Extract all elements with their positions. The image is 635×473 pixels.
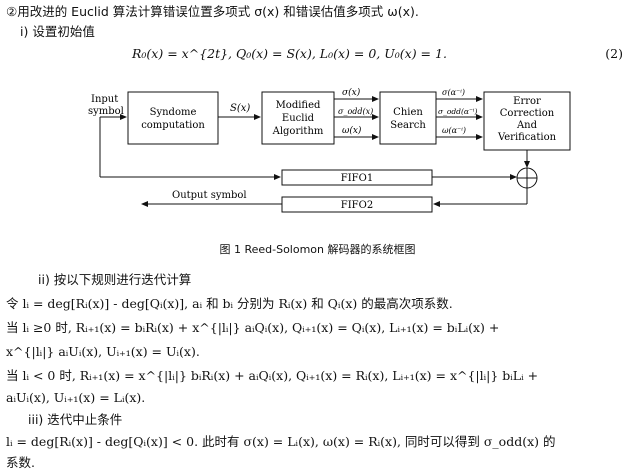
fifo1-label: FIFO1 [341,173,373,184]
input-label-2: symbol [88,106,124,117]
syndrome-label-1: Syndome [150,107,197,118]
euclid-label-1: Modified [276,100,321,111]
syndrome-box [127,91,219,145]
equation-number: (2) [605,46,623,61]
case2-line-b: aᵢUᵢ(x), Uᵢ₊₁(x) = Lᵢ(x). [6,390,146,405]
chien-box [379,91,437,145]
ec-label-4: Verification [497,132,557,143]
ec-label-1: Error [513,96,541,107]
init-equation: R₀(x) = x^{2t}, Q₀(x) = S(x), L₀(x) = 0,… [132,46,447,61]
euclid-label-2: Euclid [282,113,315,124]
sx-label: S(x) [230,103,250,114]
step3-label: iii) 迭代中止条件 [28,412,123,427]
case1-line-a: 当 lᵢ ≥0 时, Rᵢ₊₁(x) = bᵢRᵢ(x) + x^{|lᵢ|} … [6,320,500,335]
error-correction-box [483,91,571,151]
rule-line: 令 lᵢ = deg[Rᵢ(x)] - deg[Qᵢ(x)], aᵢ 和 bᵢ … [6,296,453,311]
sigma-a-label: σ(α⁻ⁱ) [442,88,465,97]
omega-a-label: ω(α⁻ⁱ) [442,126,466,135]
output-label: Output symbol [172,190,247,201]
case1-line-b: x^{|lᵢ|} aᵢUᵢ(x), Uᵢ₊₁(x) = Uᵢ(x). [6,344,200,359]
heading: ②用改进的 Euclid 算法计算错误位置多项式 σ(x) 和错误估值多项式 ω… [6,4,419,19]
step2-label: ii) 按以下规则进行迭代计算 [38,272,192,287]
ec-label-2: Correction [500,108,555,119]
euclid-label-3: Algorithm [272,126,324,137]
stop-line-a: lᵢ = deg[Rᵢ(x)] - deg[Qᵢ(x)] < 0. 此时有 σ(… [6,434,556,449]
euclid-box [261,91,335,145]
stop-line-b: 系数. [6,455,35,470]
omega-label: ω(x) [342,125,362,136]
chien-label-2: Search [390,120,426,131]
sigma-label: σ(x) [342,87,361,98]
case2-line-a: 当 lᵢ < 0 时, Rᵢ₊₁(x) = x^{|lᵢ|} bᵢRᵢ(x) +… [6,368,539,383]
input-label-1: Input [91,94,118,105]
chien-label-1: Chien [393,107,423,118]
fifo2-label: FIFO2 [341,200,373,211]
ec-label-3: And [516,120,538,131]
step1-label: i) 设置初始值 [20,24,95,39]
sigma-odd-label: σ_odd(x) [338,107,373,116]
sigma-odd-a-label: σ_odd(α⁻ⁱ) [438,107,477,116]
syndrome-label-2: computation [141,120,205,131]
figure-caption: 图 1 Reed-Solomon 解码器的系统框图 [219,243,416,256]
rs-decoder-block-diagram: Input symbol Syndome computation S(x) Mo… [88,87,571,213]
